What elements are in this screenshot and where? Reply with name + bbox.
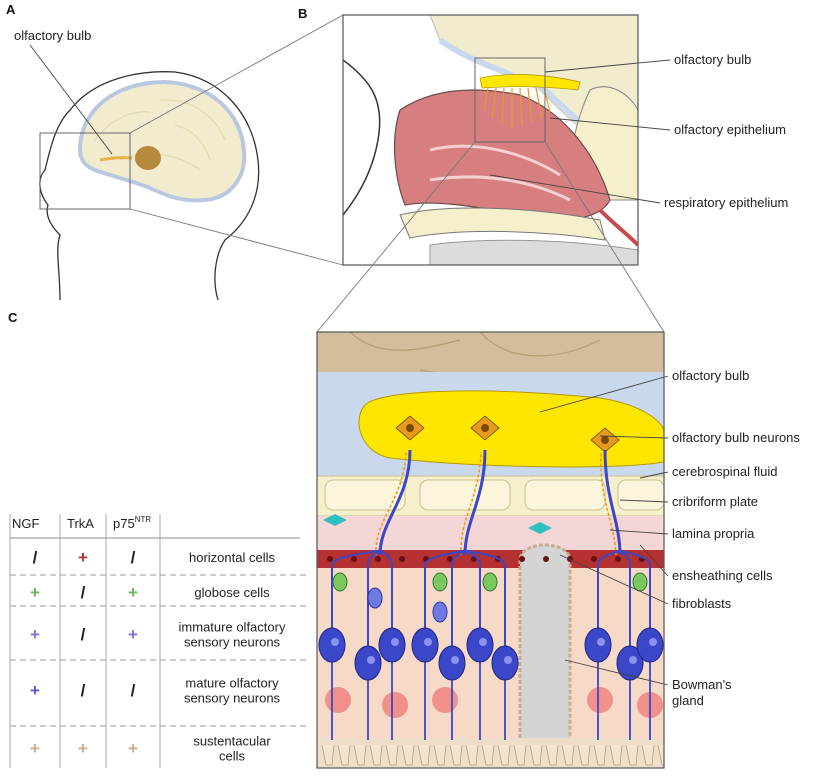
label-c-lamina-propria: lamina propria bbox=[672, 526, 755, 541]
bulb-neuron-nucleus-2 bbox=[601, 436, 609, 444]
label-c-bowmans: Bowman's bbox=[672, 677, 732, 692]
mature-neuron-nucleus-0-0 bbox=[331, 638, 339, 646]
cribriform-block-2 bbox=[525, 480, 605, 510]
bulb-neuron-nucleus-1 bbox=[481, 424, 489, 432]
table-header-p75: p75NTR bbox=[113, 515, 151, 531]
table-row-label-1-0: globose cells bbox=[194, 585, 270, 600]
sustentacular-nucleus-1 bbox=[382, 692, 408, 718]
table-cell-r4-c1: + bbox=[78, 739, 88, 758]
leader-a bbox=[30, 45, 112, 154]
table-cell-r2-c2: + bbox=[128, 625, 138, 644]
globose-cell-1 bbox=[433, 573, 447, 591]
label-c-bulb-neurons: olfactory bulb neurons bbox=[672, 430, 800, 445]
panel-b-letter: B bbox=[298, 6, 307, 21]
panel-a-letter: A bbox=[6, 2, 16, 17]
table-cell-r1-c0: + bbox=[30, 583, 40, 602]
mature-neuron-nucleus-2-1 bbox=[629, 656, 637, 664]
label-olfactory-epithelium: olfactory epithelium bbox=[674, 122, 786, 137]
table-cell-r0-c1: + bbox=[78, 548, 88, 567]
table-cell-r3-c2: / bbox=[131, 681, 136, 700]
table-row-label-3-0: mature olfactory bbox=[185, 676, 279, 691]
table-cell-r3-c1: / bbox=[81, 681, 86, 700]
table-row-label-2-1: sensory neurons bbox=[184, 635, 281, 650]
horizontal-nucleus-11 bbox=[591, 556, 597, 562]
cerebellum-brown bbox=[135, 146, 161, 170]
globose-cell-0 bbox=[333, 573, 347, 591]
horizontal-nucleus-12 bbox=[615, 556, 621, 562]
mature-neuron-nucleus-1-2 bbox=[479, 638, 487, 646]
horizontal-nucleus-0 bbox=[327, 556, 333, 562]
label-c-fibroblasts: fibroblasts bbox=[672, 596, 732, 611]
table-row-label-4-0: sustentacular bbox=[193, 734, 271, 749]
horizontal-nucleus-2 bbox=[375, 556, 381, 562]
mature-neuron-soma-1-0 bbox=[412, 628, 438, 662]
label-c-csf: cerebrospinal fluid bbox=[672, 464, 778, 479]
sustentacular-nucleus-3 bbox=[587, 687, 613, 713]
label-c-gland: gland bbox=[672, 693, 704, 708]
table-cell-r1-c1: / bbox=[81, 583, 86, 602]
table-cell-r4-c2: + bbox=[128, 739, 138, 758]
horizontal-nucleus-8 bbox=[519, 556, 525, 562]
table-cell-r4-c0: + bbox=[30, 739, 40, 758]
globose-cell-2 bbox=[483, 573, 497, 591]
panel-b: B olfactory bulb olfactory epithelium re… bbox=[298, 6, 788, 265]
table-header-trka: TrkA bbox=[67, 516, 94, 531]
panel-c: C bbox=[8, 310, 800, 768]
mature-neuron-soma-2-0 bbox=[585, 628, 611, 662]
table-row-label-0-0: horizontal cells bbox=[189, 550, 275, 565]
mature-neuron-soma-0-1 bbox=[355, 646, 381, 680]
label-c-ensheathing-cells: ensheathing cells bbox=[672, 568, 773, 583]
mature-neuron-soma-1-3 bbox=[492, 646, 518, 680]
label-olfactory-bulb-b: olfactory bulb bbox=[674, 52, 751, 67]
zoom-line-ab-top bbox=[130, 15, 343, 133]
table-cell-r0-c2: / bbox=[131, 548, 136, 567]
c-bowmans-gland bbox=[520, 545, 570, 768]
horizontal-nucleus-9 bbox=[543, 556, 549, 562]
horizontal-nucleus-1 bbox=[351, 556, 357, 562]
table-cell-r3-c0: + bbox=[30, 681, 40, 700]
label-c-cribriform-plate: cribriform plate bbox=[672, 494, 758, 509]
table-cell-r2-c0: + bbox=[30, 625, 40, 644]
label-olfactory-bulb-a: olfactory bulb bbox=[14, 28, 91, 43]
bulb-neuron-nucleus-0 bbox=[406, 424, 414, 432]
immature-neuron-0 bbox=[368, 588, 382, 608]
mature-neuron-nucleus-2-2 bbox=[649, 638, 657, 646]
mature-neuron-soma-0-0 bbox=[319, 628, 345, 662]
table-row-label-2-0: immature olfactory bbox=[179, 620, 286, 635]
table-row-label-4-1: cells bbox=[219, 749, 246, 764]
mature-neuron-soma-1-2 bbox=[467, 628, 493, 662]
panel-c-letter: C bbox=[8, 310, 18, 325]
mature-neuron-soma-1-1 bbox=[439, 646, 465, 680]
mature-neuron-nucleus-1-1 bbox=[451, 656, 459, 664]
immature-neuron-1 bbox=[433, 602, 447, 622]
cribriform-block-3 bbox=[618, 480, 664, 510]
sustentacular-nucleus-0 bbox=[325, 687, 351, 713]
c-lamina-propria bbox=[317, 516, 664, 550]
table-header-ngf: NGF bbox=[12, 516, 40, 531]
panel-a: A olfactory bulb bbox=[6, 2, 259, 300]
cribriform-block-1 bbox=[420, 480, 510, 510]
mature-neuron-nucleus-2-0 bbox=[597, 638, 605, 646]
label-respiratory-epithelium: respiratory epithelium bbox=[664, 195, 788, 210]
zoom-line-ab-bottom bbox=[130, 209, 343, 265]
expression-table: NGF TrkA p75NTR / + / horizontal cells + / + gl… bbox=[10, 514, 310, 768]
table-cell-r0-c0: / bbox=[33, 548, 38, 567]
mature-neuron-nucleus-0-2 bbox=[391, 638, 399, 646]
sustentacular-nucleus-2 bbox=[432, 687, 458, 713]
mature-neuron-nucleus-1-0 bbox=[424, 638, 432, 646]
cribriform-block-0 bbox=[325, 480, 405, 510]
horizontal-nucleus-3 bbox=[399, 556, 405, 562]
mature-neuron-soma-0-2 bbox=[379, 628, 405, 662]
table-cell-r1-c2: + bbox=[128, 583, 138, 602]
mature-neuron-soma-2-2 bbox=[637, 628, 663, 662]
mature-neuron-nucleus-0-1 bbox=[367, 656, 375, 664]
table-row-label-3-1: sensory neurons bbox=[184, 691, 281, 706]
globose-cell-3 bbox=[633, 573, 647, 591]
label-c-olfactory-bulb: olfactory bulb bbox=[672, 368, 749, 383]
mature-neuron-nucleus-1-3 bbox=[504, 656, 512, 664]
table-cell-r2-c1: / bbox=[81, 625, 86, 644]
